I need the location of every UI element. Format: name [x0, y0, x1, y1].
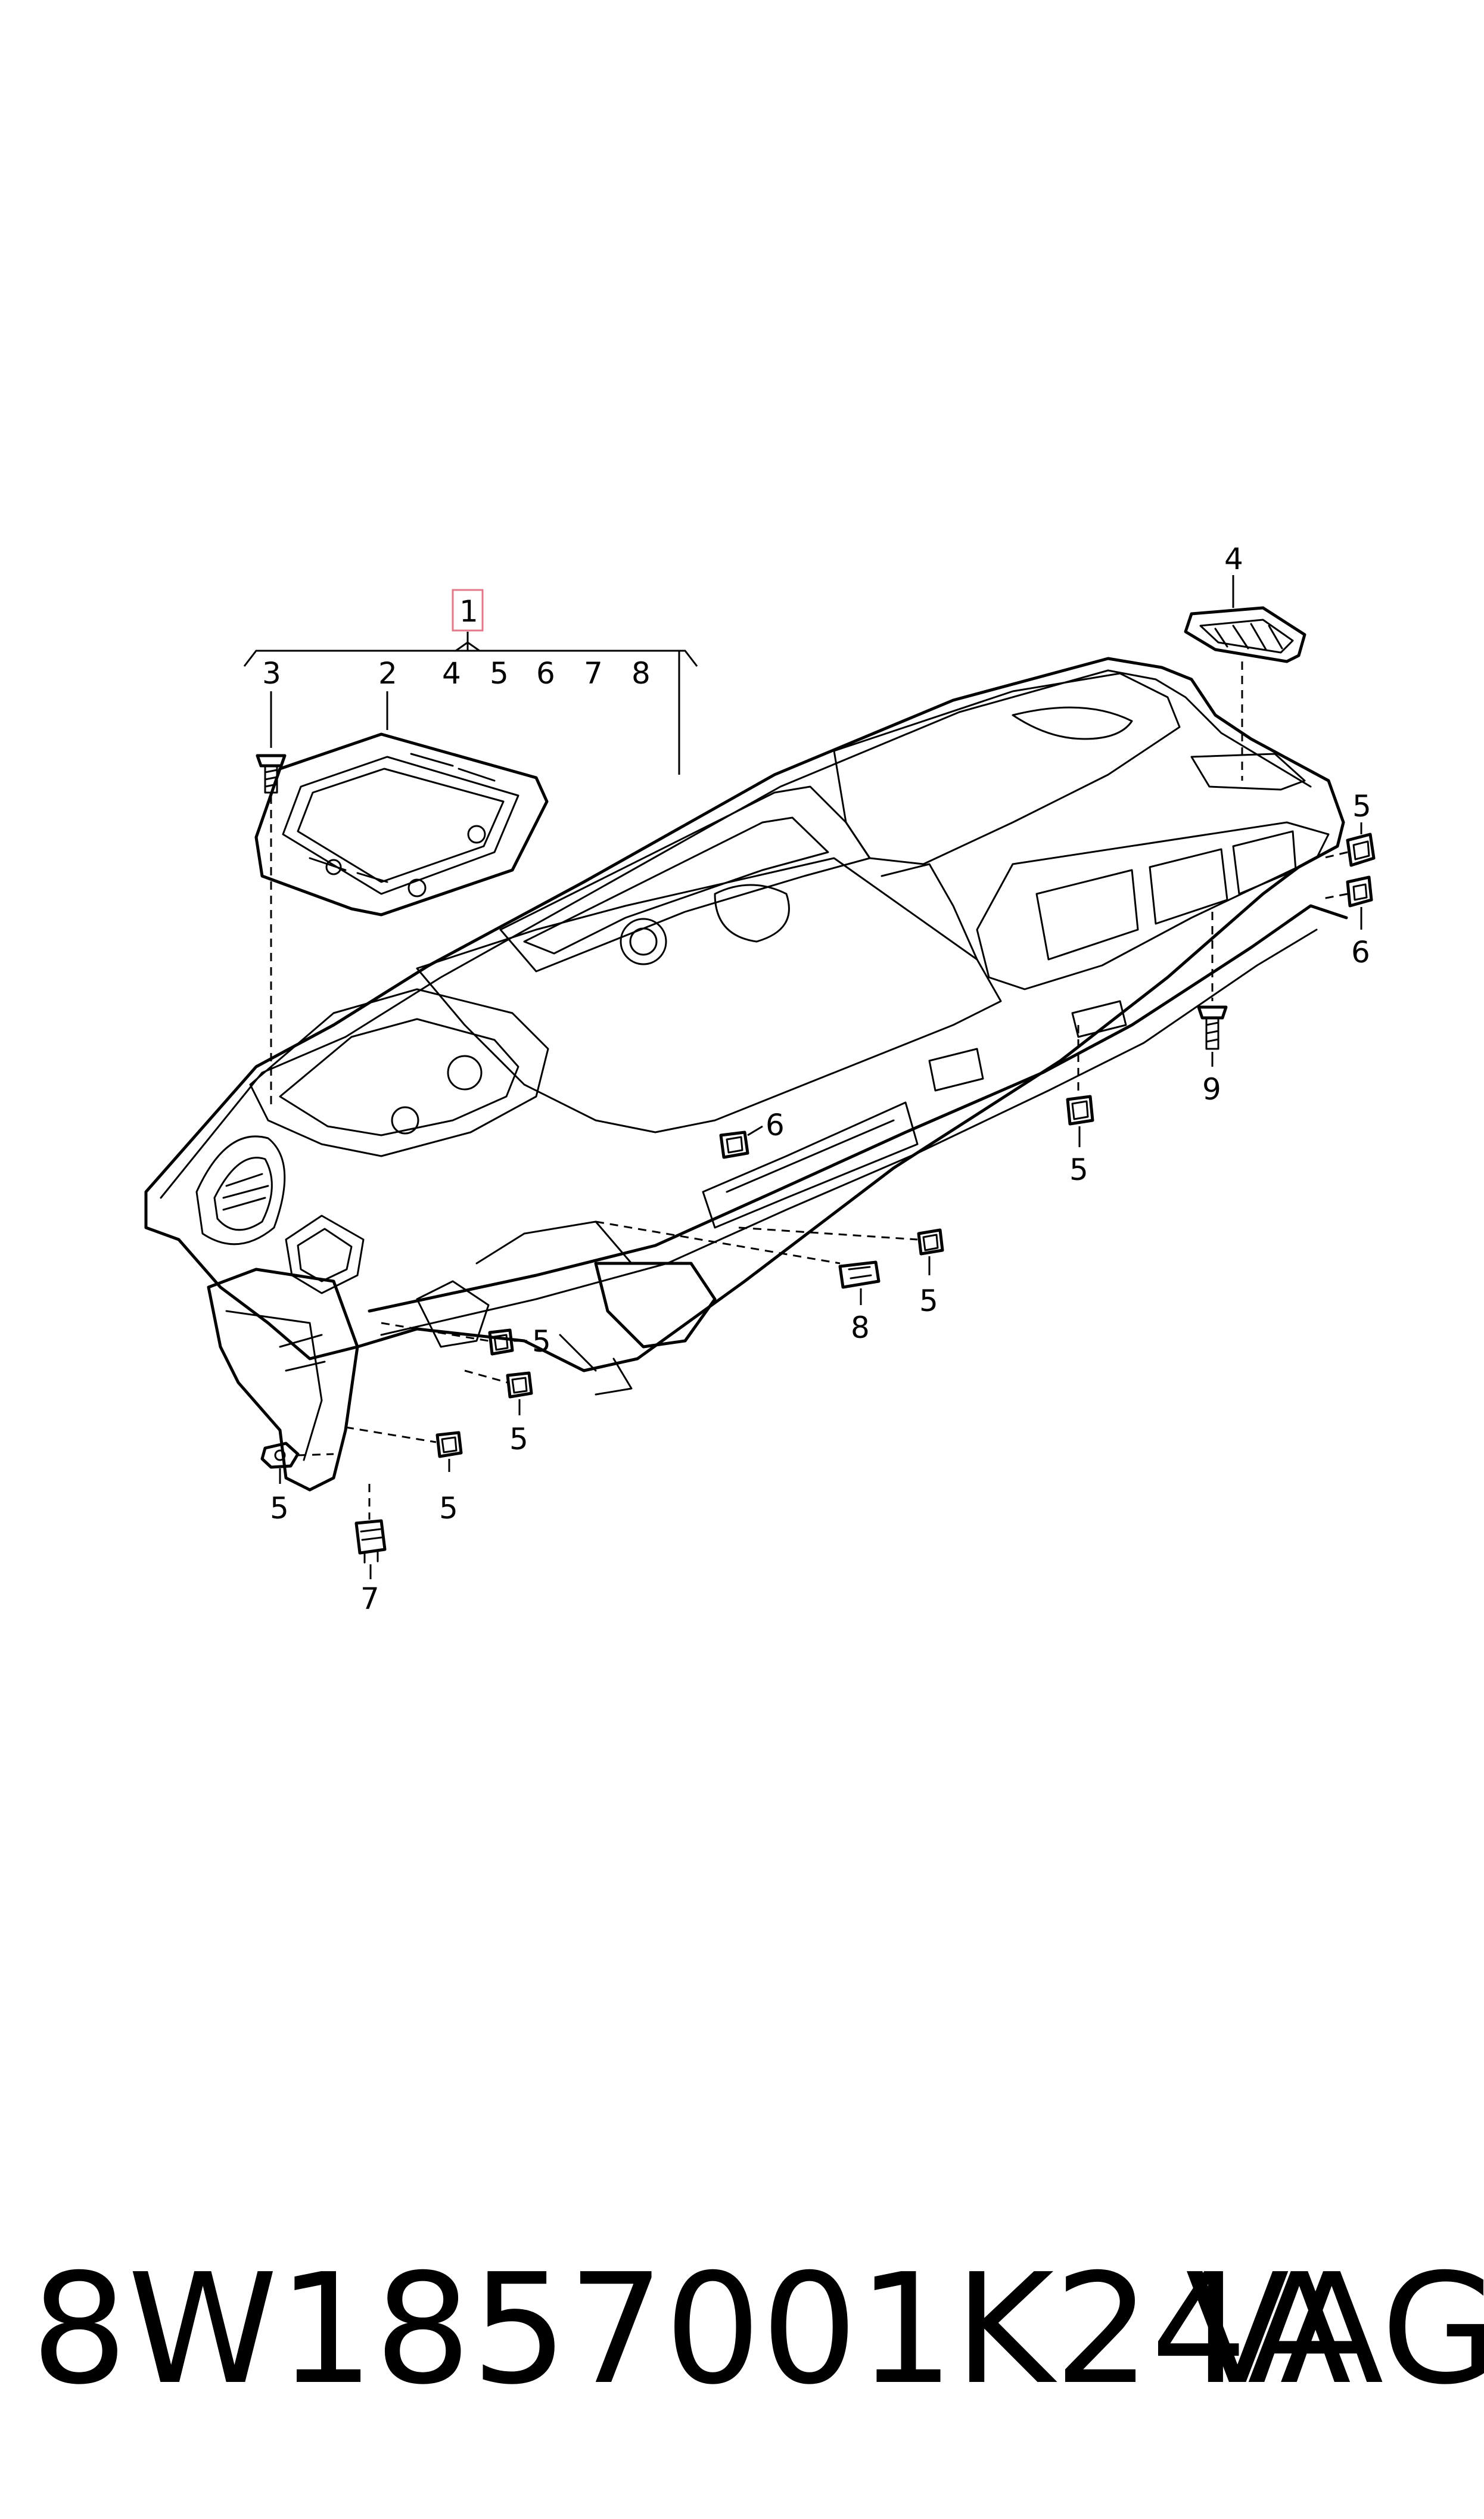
- clip-left-b-5: 5: [464, 1369, 533, 1456]
- callout-group-7[interactable]: 7: [584, 656, 603, 691]
- clip-left-d-5: 5: [345, 1426, 463, 1526]
- callout-vent-4[interactable]: 4: [1224, 542, 1243, 576]
- callout-clip-right-top-5[interactable]: 5: [1352, 789, 1371, 824]
- callout-group-8[interactable]: 8: [631, 656, 651, 691]
- callout-1[interactable]: 1: [459, 594, 478, 629]
- clip-left-a-5: 5: [381, 1322, 551, 1359]
- air-vent-part-4: 4: [1184, 542, 1306, 781]
- callout-clip-bottom-7[interactable]: 7: [360, 1582, 379, 1616]
- callout-clip-mid-right-5[interactable]: 5: [1069, 1153, 1088, 1187]
- callout-clip-left-d-5[interactable]: 5: [439, 1491, 458, 1526]
- screw-part-3: [256, 691, 287, 1108]
- callout-clip-left-b-5[interactable]: 5: [509, 1422, 528, 1456]
- callout-clip-right-6[interactable]: 6: [1351, 935, 1370, 970]
- callout-clip-center-8[interactable]: 8: [851, 1310, 870, 1345]
- clip-right-6: 6: [1322, 875, 1373, 970]
- clip-mid-right-5: 5: [1066, 1025, 1094, 1187]
- callout-group-main[interactable]: 1: [243, 589, 698, 775]
- screw-part-9: 9: [1197, 912, 1228, 1107]
- callout-screw-9[interactable]: 9: [1202, 1072, 1221, 1107]
- callout-group-3[interactable]: 3: [262, 656, 281, 691]
- clip-left-c-5: 5: [260, 1442, 334, 1526]
- display-frame-part-2: [254, 691, 549, 917]
- callout-highlight-box: [452, 589, 484, 632]
- callout-clip-mid-5[interactable]: 5: [919, 1284, 938, 1318]
- callout-group-2[interactable]: 2: [378, 656, 397, 691]
- callout-group-list: 3 2 4 5 6 7 8: [262, 656, 651, 691]
- callout-clip-left-a-5[interactable]: 5: [532, 1324, 551, 1359]
- clip-center-8: 8: [595, 1220, 881, 1345]
- callout-clip-left-c-5[interactable]: 5: [270, 1491, 289, 1526]
- callout-clip-center-6[interactable]: 6: [766, 1108, 785, 1142]
- clip-bottom-7: 7: [354, 1484, 387, 1616]
- clip-right-top-5: 5: [1322, 789, 1376, 867]
- callout-group-4[interactable]: 4: [442, 656, 461, 691]
- brand-name: VAG: [1186, 2241, 1484, 2418]
- part-number: 8W1857001K24A: [31, 2241, 1352, 2418]
- callout-group-6[interactable]: 6: [536, 656, 555, 691]
- callout-bracket: [243, 650, 698, 667]
- dashboard-part-1: [144, 657, 1348, 1492]
- clip-center-6: 6: [719, 1108, 785, 1159]
- clip-mid-5: 5: [738, 1226, 944, 1318]
- callout-group-5[interactable]: 5: [490, 656, 509, 691]
